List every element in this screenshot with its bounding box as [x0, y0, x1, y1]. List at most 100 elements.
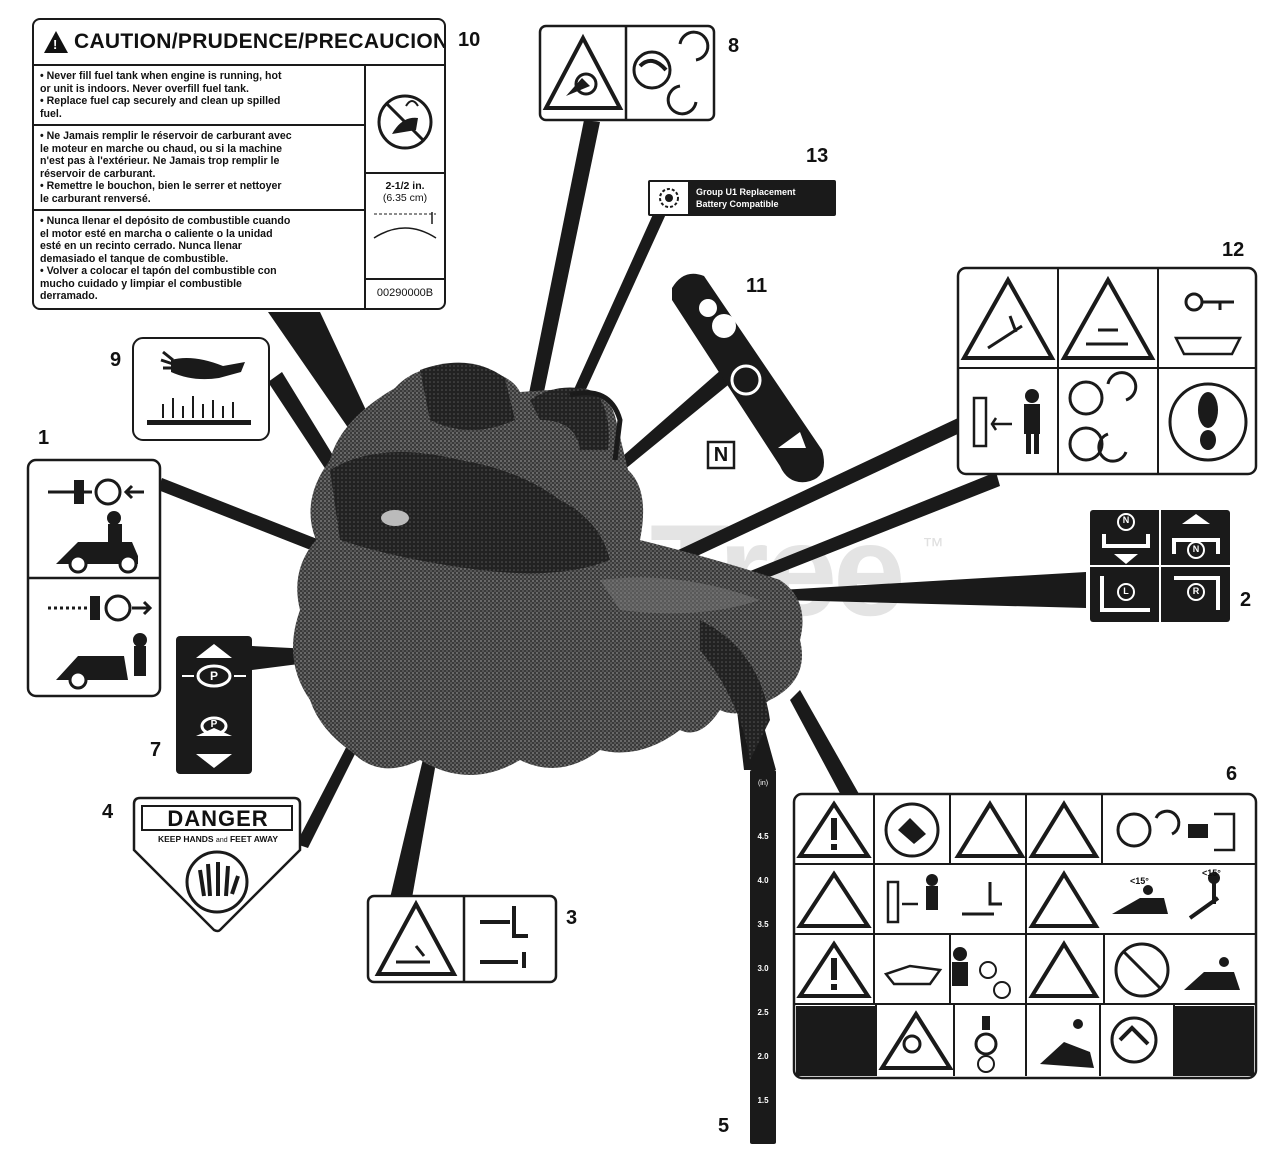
neutral-n-letter: N: [713, 444, 729, 466]
deck-lever-icon: [480, 906, 528, 938]
child-icon: [953, 947, 967, 961]
foot-icon: [1168, 382, 1248, 462]
gauge-label: 3.0: [757, 964, 769, 973]
watermark-trademark: ™: [922, 533, 944, 558]
leader-13: [562, 212, 666, 420]
danger-subtitle: KEEP HANDS and FEET AWAY: [142, 834, 294, 846]
danger-subtitle-and: and: [215, 837, 228, 844]
decal-7: [176, 636, 252, 774]
warning-triangle-icon: [796, 800, 872, 858]
warning-triangle-icon: [1028, 940, 1100, 998]
warning-triangle-icon: [542, 33, 624, 110]
caution-french: • Ne Jamais remplir le réservoir de carb…: [34, 126, 364, 211]
warning-triangle-icon: [44, 31, 68, 53]
decal-6: [792, 792, 1258, 1080]
danger-subtitle-b: FEET AWAY: [229, 834, 279, 844]
warning-triangle-icon: [954, 800, 1026, 858]
person-icon: [1025, 389, 1039, 403]
leader-1: [158, 478, 340, 560]
caution-header: CAUTION/PRUDENCE/PRECAUCION: [34, 20, 444, 66]
leader-lines: [158, 120, 1086, 898]
callout-9: 9: [110, 349, 122, 371]
gauge-label: 4.0: [757, 876, 769, 885]
callout-7: 7: [150, 739, 162, 761]
gauge-label: 1.5: [757, 1096, 769, 1105]
slope-label-b: <15°: [1202, 868, 1221, 878]
callout-2: 2: [1240, 589, 1252, 611]
battery-line-2: Battery Compatible: [696, 199, 779, 209]
decal-7-p-bottom: P: [210, 719, 218, 730]
measure-inches: 2-1/2 in.: [385, 180, 425, 192]
gauge-label: 2.0: [757, 1052, 769, 1061]
callout-13: 13: [806, 145, 829, 167]
warning-triangle-icon: [796, 940, 872, 998]
callout-1: 1: [38, 427, 50, 449]
decal-2-n-right: N: [1192, 544, 1200, 554]
battery-line-1: Group U1 Replacement: [696, 187, 796, 197]
decal-9: [132, 337, 270, 441]
decal-10-fuel-caution: CAUTION/PRUDENCE/PRECAUCION • Never fill…: [32, 18, 446, 310]
gauge-label: 4.5: [757, 832, 769, 841]
manual-icon: [884, 802, 940, 858]
leader-11: [616, 362, 744, 470]
key-icon: [730, 364, 762, 396]
gauge-label: 3.5: [757, 920, 769, 929]
measure-cm: (6.35 cm): [382, 192, 428, 204]
leader-9: [268, 372, 342, 476]
control-position-icon: [94, 478, 122, 506]
warning-triangle-icon: [1028, 870, 1100, 928]
leader-2: [780, 572, 1086, 608]
decal-13-battery: Group U1 Replacement Battery Compatible: [648, 180, 836, 216]
leader-3: [390, 738, 440, 898]
decal-2-r: R: [1192, 586, 1200, 596]
height-gauge-labels: (in) 4.5 4.0 3.5 3.0 2.5 2.0 1.5: [750, 776, 776, 1136]
battery-gear-icon: [650, 182, 690, 214]
blade-icon: [632, 50, 672, 90]
warning-triangle-icon: [878, 1010, 954, 1070]
caution-spanish: • Nunca llenar el depósito de combustibl…: [40, 215, 291, 302]
decal-12: [956, 266, 1258, 476]
neutral-n-box: [706, 440, 736, 470]
leader-12b: [708, 472, 1000, 598]
neutral-n-icon: [1117, 513, 1135, 531]
warning-triangle-icon: [1060, 275, 1156, 360]
callout-10: 10: [458, 29, 481, 51]
callout-4: 4: [102, 801, 114, 823]
no-overfill-icon: [377, 94, 433, 150]
leader-12a: [640, 418, 962, 578]
warning-triangle-icon: [374, 899, 458, 976]
decal-1: [26, 458, 162, 698]
decal-4: [132, 796, 302, 933]
warning-triangle-icon: [960, 275, 1056, 360]
callout-8: 8: [728, 35, 740, 57]
warning-triangle-icon: [1028, 800, 1100, 858]
decal-5: [750, 770, 776, 1144]
callout-11: 11: [746, 275, 768, 297]
decal-11: [672, 273, 824, 483]
leader-4: [296, 736, 362, 848]
decal-8: [538, 24, 716, 122]
leader-8: [520, 120, 600, 440]
caution-side-panel: 2-1/2 in. (6.35 cm) 00290000B: [366, 66, 444, 308]
decal-3: [366, 894, 558, 984]
caution-body: • Never fill fuel tank when engine is ru…: [34, 66, 366, 308]
gauge-label: 2.5: [757, 1008, 769, 1017]
callout-5: 5: [718, 1115, 730, 1137]
part-number: 00290000B: [366, 278, 444, 308]
battery-text: Group U1 Replacement Battery Compatible: [690, 182, 834, 214]
mower-body: [292, 362, 803, 775]
callout-12: 12: [1222, 239, 1245, 261]
decal-2: [1090, 510, 1230, 622]
decal-2-l: L: [1123, 586, 1129, 596]
callout-3: 3: [566, 907, 578, 929]
hand-icon: [171, 358, 245, 380]
caution-english: • Never fill fuel tank when engine is ru…: [34, 66, 364, 126]
fill-measure: 2-1/2 in. (6.35 cm): [366, 172, 444, 264]
danger-subtitle-a: KEEP HANDS: [157, 834, 214, 844]
decal-7-p-top: P: [209, 669, 218, 683]
callout-6: 6: [1226, 763, 1238, 785]
fill-level-icon: [373, 212, 437, 239]
slope-label-a: <15°: [1130, 876, 1149, 886]
